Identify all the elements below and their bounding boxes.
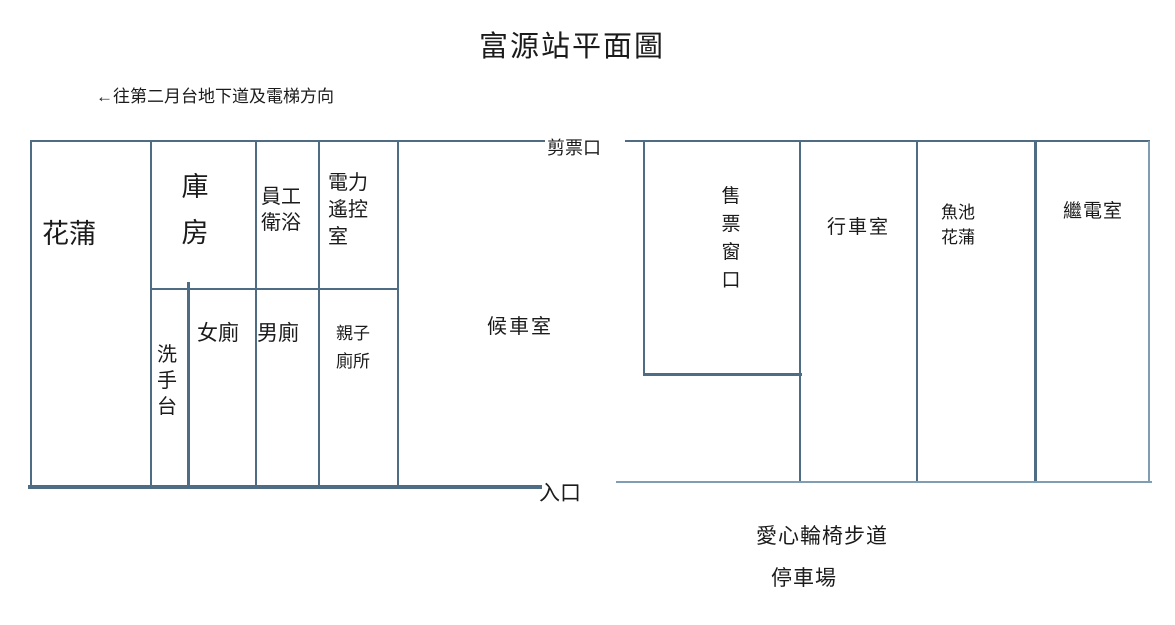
wall-left-building-top xyxy=(30,140,545,142)
direction-note-text: 往第二月台地下道及電梯方向 xyxy=(113,87,334,106)
wheelchair-path-label: 愛心輪椅步道 xyxy=(756,524,888,548)
room-label-ticket-window: 售票窗口 xyxy=(721,186,741,291)
ticket-gate-label: 剪票口 xyxy=(547,138,601,158)
wall-flowerbed-storage-divider xyxy=(150,140,152,487)
wall-left-building-bottom xyxy=(28,485,542,489)
room-label-power-remote-control: 電力遙控室 xyxy=(328,172,368,248)
room-label-staff-bath: 員工衛浴 xyxy=(261,186,301,234)
room-label-womens-toilet: 女廁 xyxy=(197,321,239,345)
wall-oproom-fishpond-divider xyxy=(916,141,918,482)
page-title: 富源站平面圖 xyxy=(479,31,666,63)
room-label-relay-room: 繼電室 xyxy=(1063,201,1124,222)
wall-upper-lower-row-divider xyxy=(151,288,398,290)
room-label-waiting-room: 候車室 xyxy=(487,316,553,338)
room-label-family-toilet: 親子廁所 xyxy=(336,324,370,371)
entrance-label: 入口 xyxy=(539,481,581,505)
wall-toilets-waiting-divider xyxy=(397,140,399,487)
wall-right-building-top xyxy=(625,140,1150,142)
wall-right-building-bottom xyxy=(616,481,1152,483)
platform-direction-note: ←往第二月台地下道及電梯方向 xyxy=(96,87,334,107)
wall-left-building-left xyxy=(30,140,32,488)
wall-washbasin-womens-divider xyxy=(187,282,190,486)
room-label-fishpond-flower-bed: 魚池花蒲 xyxy=(941,203,975,247)
room-label-washbasin: 洗手台 xyxy=(157,344,177,418)
left-arrow-icon: ← xyxy=(96,87,113,106)
parking-lot-label: 停車場 xyxy=(771,566,837,590)
wall-ticketwindow-bottom xyxy=(643,373,802,376)
room-label-mens-toilet: 男廁 xyxy=(257,321,299,345)
wall-fishpond-relay-divider xyxy=(1034,141,1037,482)
wall-storage-staffbath-divider xyxy=(255,140,257,487)
room-label-flower-bed: 花蒲 xyxy=(42,219,96,249)
wall-right-building-right xyxy=(1148,141,1150,483)
room-label-storage: 庫房 xyxy=(181,172,209,248)
room-label-operation-room: 行車室 xyxy=(827,217,891,238)
wall-ticketwindow-oproom-divider xyxy=(799,141,801,482)
wall-ticketwindow-left xyxy=(643,141,645,375)
wall-staffbath-powerctl-divider xyxy=(318,140,320,487)
